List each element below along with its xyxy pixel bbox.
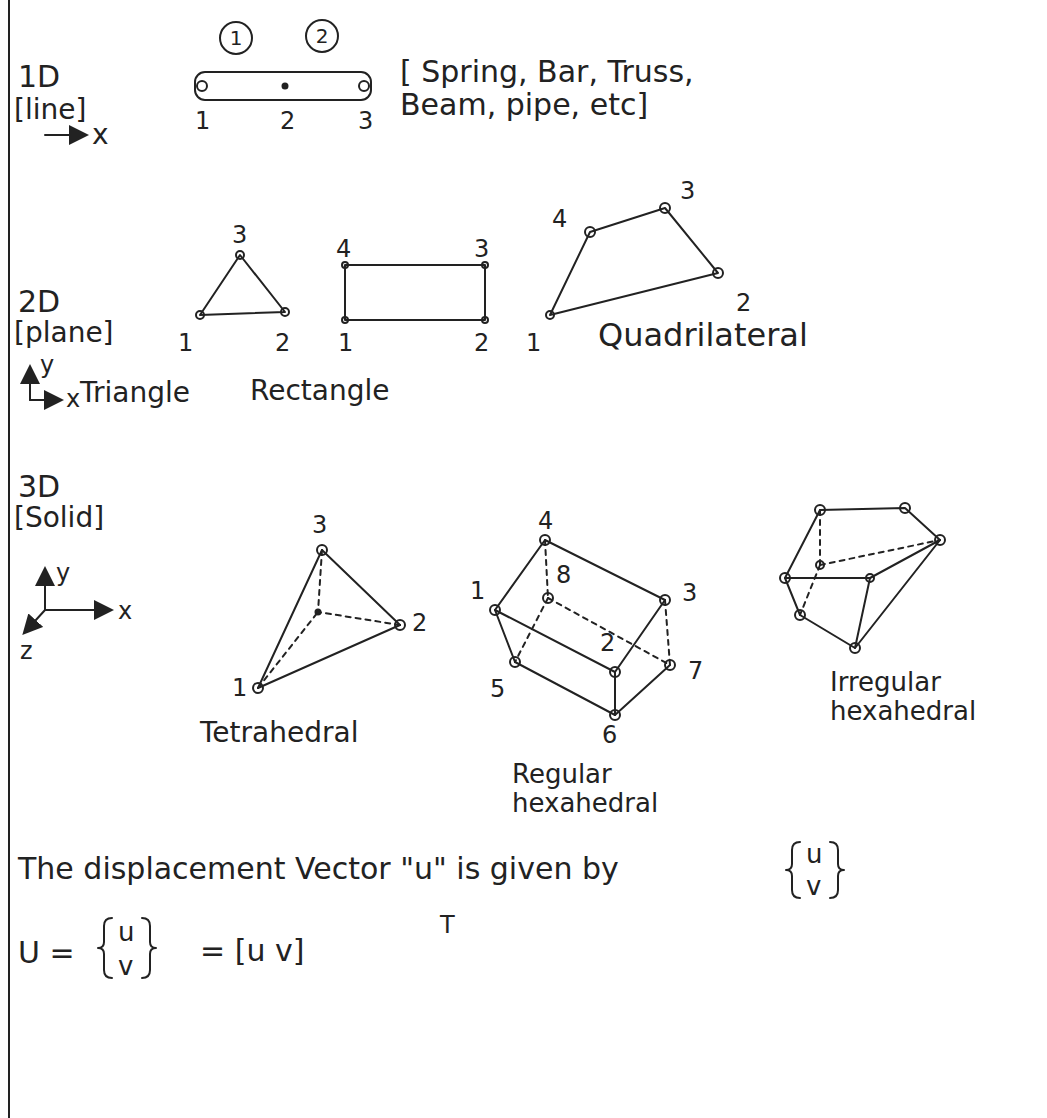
label-text: [plane] <box>14 318 114 349</box>
callout-circle: 1 <box>219 21 253 55</box>
label-text: 2 <box>600 630 615 656</box>
label-text: z <box>20 638 33 664</box>
label-text: 1D <box>18 60 60 93</box>
x-axis <box>45 134 85 136</box>
label-text: 2 <box>280 108 295 134</box>
label-text: The displacement Vector "u" is given by <box>18 852 619 885</box>
label-text: u <box>118 918 134 947</box>
y-axis <box>29 368 31 400</box>
label-text: Tetrahedral <box>200 718 358 749</box>
label-text: 1 <box>470 578 485 604</box>
quadrilateral-element <box>546 203 723 319</box>
label-text: U = <box>18 936 75 969</box>
label-text: 1 <box>526 330 541 356</box>
label-text: y <box>56 560 70 586</box>
label-text: v <box>806 872 821 901</box>
label-text: x <box>92 120 109 151</box>
callout-number: 1 <box>230 28 243 48</box>
label-text: Regular hexahedral <box>512 760 672 817</box>
label-text: 4 <box>552 206 567 232</box>
label-text: x <box>118 598 132 624</box>
label-text: = [u v] <box>200 934 304 967</box>
callout-circle: 2 <box>305 19 339 53</box>
y-axis <box>44 570 46 610</box>
label-text: v <box>118 952 133 981</box>
label-text: 3 <box>312 512 327 538</box>
label-text: 3D <box>18 470 60 503</box>
label-text: 8 <box>556 562 571 588</box>
label-text: 1 <box>195 108 210 134</box>
label-text: 3 <box>474 236 489 262</box>
label-text: Quadrilateral <box>598 318 808 353</box>
label-text: 4 <box>336 236 351 262</box>
regular-hexahedral-element <box>490 535 675 720</box>
label-text: Irregular hexahedral <box>830 668 1020 725</box>
label-text: 1 <box>178 330 193 356</box>
label-text: 2 <box>412 610 427 636</box>
label-text: 2 <box>736 290 751 316</box>
label-text: 1 <box>338 330 353 356</box>
label-text: Triangle <box>80 378 190 409</box>
bar-element <box>195 72 371 100</box>
label-text: 3 <box>680 178 695 204</box>
x-axis <box>45 609 110 611</box>
triangle-element <box>196 251 289 319</box>
rectangle-element <box>342 262 488 323</box>
label-text: 4 <box>538 508 553 534</box>
callout-number: 2 <box>316 26 329 46</box>
label-text: 1 <box>232 675 247 701</box>
margin-line <box>8 0 10 1118</box>
label-text: [line] <box>14 95 86 126</box>
label-text: y <box>40 352 54 378</box>
label-text: 6 <box>602 722 617 748</box>
z-axis <box>25 610 45 632</box>
label-text: u <box>806 840 822 869</box>
label-text: 2 <box>474 330 489 356</box>
label-text: 2D <box>18 285 60 318</box>
label-text: 2 <box>275 330 290 356</box>
label-text: 3 <box>358 108 373 134</box>
irregular-hexahedral-element <box>780 503 945 653</box>
label-text: 7 <box>688 658 703 684</box>
label-text: 3 <box>232 222 247 248</box>
tetrahedral-element <box>253 545 405 693</box>
x-axis <box>30 399 60 401</box>
label-text: [ Spring, Bar, Truss, Beam, pipe, etc] <box>400 55 780 121</box>
label-text: [Solid] <box>14 503 104 534</box>
label-text: 5 <box>490 676 505 702</box>
label-text: 3 <box>682 580 697 606</box>
label-text: T <box>440 912 455 938</box>
label-text: Rectangle <box>250 376 389 407</box>
label-text: x <box>66 386 80 412</box>
